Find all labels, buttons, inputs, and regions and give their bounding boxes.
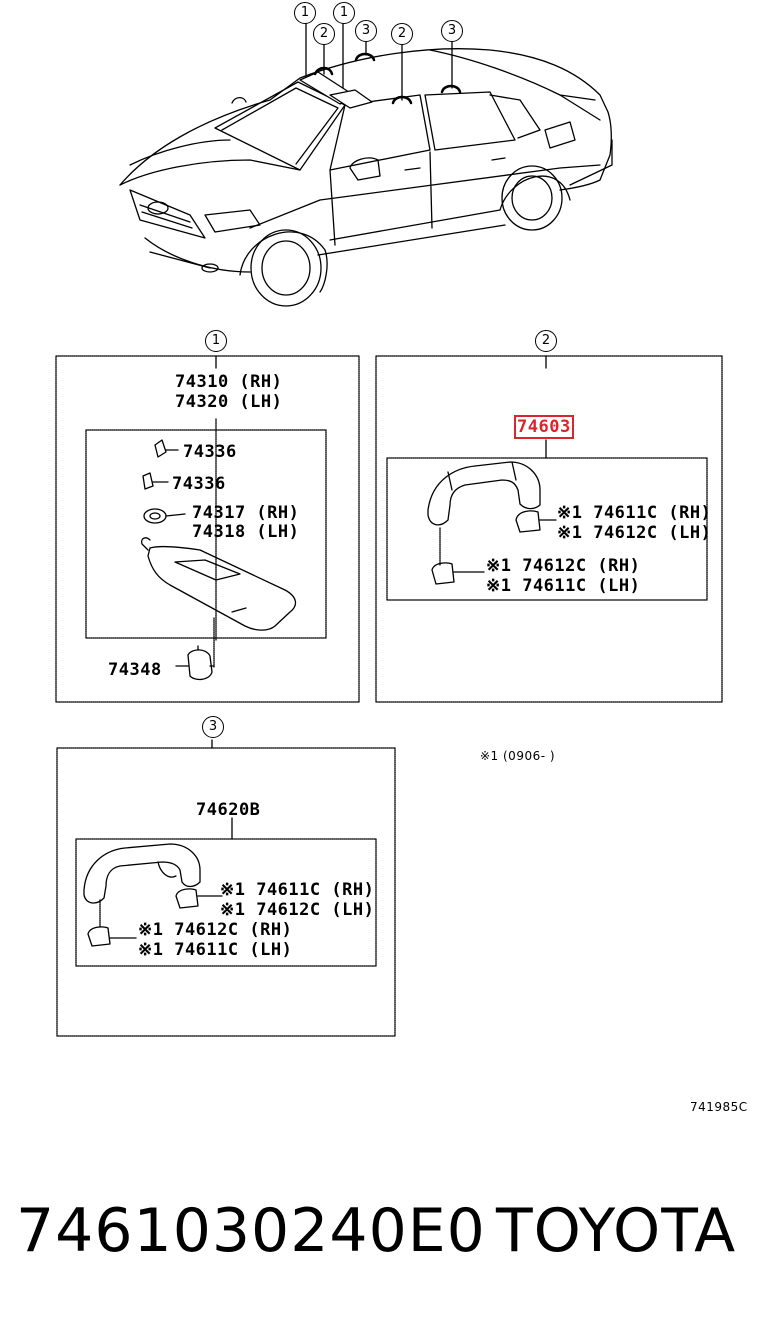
part-74336-b[interactable]: 74336 bbox=[172, 474, 226, 494]
part-74317-rh[interactable]: 74317 (RH) bbox=[192, 503, 300, 523]
part-74612c-lh-upper[interactable]: ※1 74612C (LH) bbox=[557, 523, 712, 543]
callout-3b: 3 bbox=[441, 20, 463, 42]
panel3-assembly[interactable]: 74620B bbox=[196, 800, 261, 820]
callout-2b: 2 bbox=[391, 23, 413, 45]
footer-part-number: 7461030240E0 bbox=[16, 1196, 486, 1266]
panel1-assembly-lh[interactable]: 74320 (LH) bbox=[175, 392, 283, 412]
panel2-assembly-highlighted[interactable]: 74603 bbox=[514, 415, 574, 439]
part-74611c-rh-p3-upper[interactable]: ※1 74611C (RH) bbox=[220, 880, 375, 900]
footer-brand: TOYOTA bbox=[496, 1196, 737, 1266]
panel1-frame bbox=[55, 355, 360, 703]
part-74611c-lh-lower[interactable]: ※1 74611C (LH) bbox=[486, 576, 641, 596]
panel2-callout: 2 bbox=[535, 330, 557, 352]
callout-1b: 1 bbox=[333, 2, 355, 24]
part-74612c-lh-p3-upper[interactable]: ※1 74612C (LH) bbox=[220, 900, 375, 920]
callout-3a: 3 bbox=[355, 20, 377, 42]
panel1-callout: 1 bbox=[205, 330, 227, 352]
part-74348[interactable]: 74348 bbox=[108, 660, 162, 680]
panel1-assembly-rh[interactable]: 74310 (RH) bbox=[175, 372, 283, 392]
panel2-frame bbox=[375, 355, 723, 703]
figure-code: 741985C bbox=[690, 1100, 748, 1114]
callout-1a: 1 bbox=[294, 2, 316, 24]
panel3-callout: 3 bbox=[202, 716, 224, 738]
part-74612c-rh-p3-lower[interactable]: ※1 74612C (RH) bbox=[138, 920, 293, 940]
part-74612c-rh-lower[interactable]: ※1 74612C (RH) bbox=[486, 556, 641, 576]
car-illustration bbox=[119, 21, 613, 307]
date-note: ※1 (0906- ) bbox=[480, 749, 556, 763]
part-74336-a[interactable]: 74336 bbox=[183, 442, 237, 462]
part-74611c-rh-upper[interactable]: ※1 74611C (RH) bbox=[557, 503, 712, 523]
panel3-frame bbox=[56, 747, 396, 1037]
part-74318-lh[interactable]: 74318 (LH) bbox=[192, 522, 300, 542]
callout-2a: 2 bbox=[313, 23, 335, 45]
part-74611c-lh-p3-lower[interactable]: ※1 74611C (LH) bbox=[138, 940, 293, 960]
